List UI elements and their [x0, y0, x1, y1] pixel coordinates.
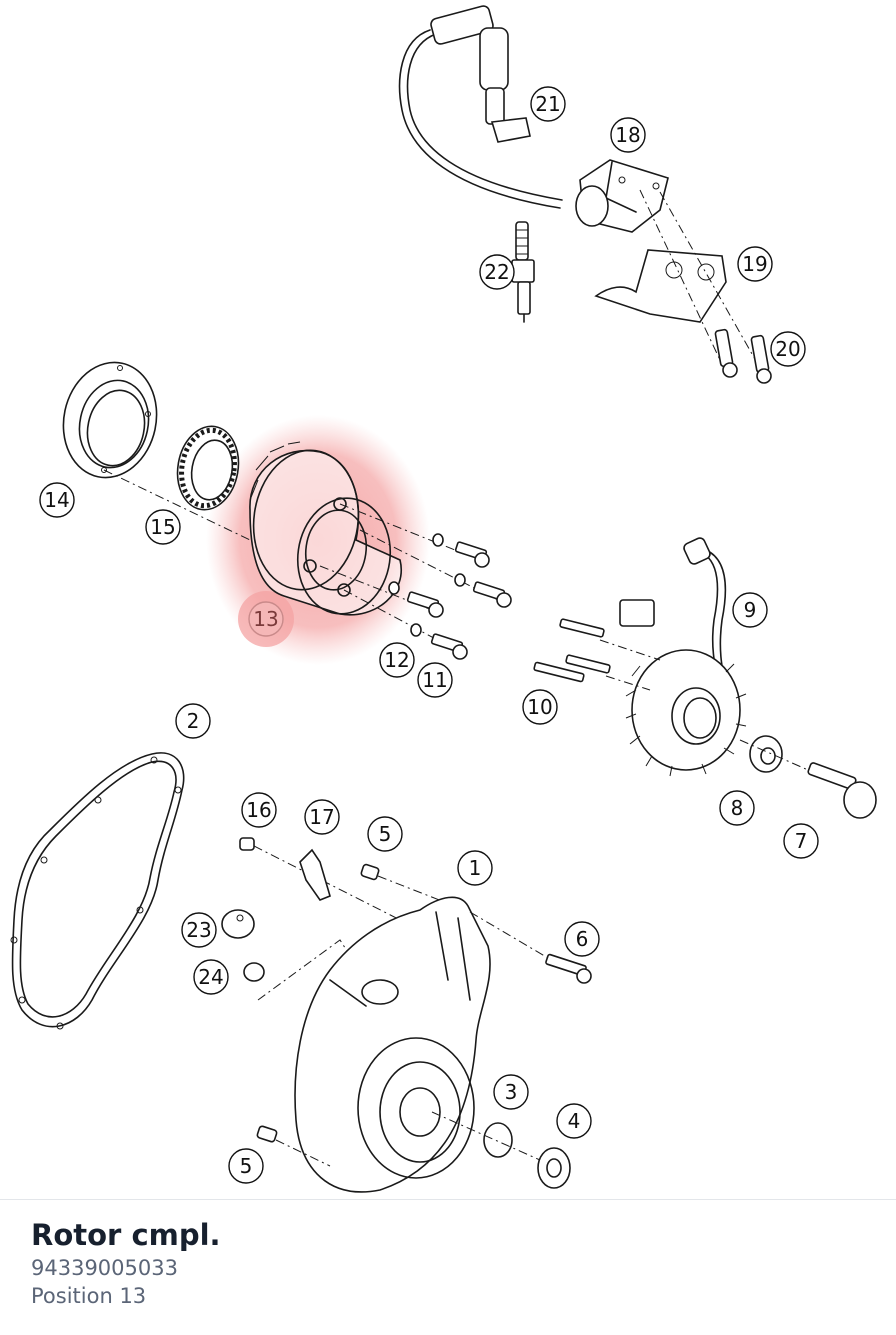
info-divider: [0, 1199, 896, 1200]
callout-6[interactable]: 6: [564, 921, 600, 957]
callout-20[interactable]: 20: [770, 331, 806, 367]
o-ring-large[interactable]: [483, 1122, 513, 1158]
callout-14[interactable]: 14: [39, 482, 75, 518]
rotor-bolts[interactable]: [388, 533, 512, 660]
part-info-panel: Rotor cmpl. 94339005033 Position 13: [31, 1216, 871, 1310]
part-position: Position 13: [31, 1284, 147, 1308]
part-number: 94339005033: [31, 1256, 178, 1280]
svg-text:11: 11: [422, 668, 447, 692]
generator-cover[interactable]: [294, 896, 491, 1193]
cover-gasket[interactable]: [10, 752, 185, 1030]
callout-13[interactable]: 13: [248, 601, 284, 637]
coil-bracket[interactable]: [594, 189, 761, 369]
cover-bolt-small[interactable]: [239, 837, 421, 931]
svg-text:13: 13: [253, 607, 278, 631]
ignition-coil[interactable]: [575, 159, 669, 233]
callout-22[interactable]: 22: [479, 254, 515, 290]
svg-text:24: 24: [198, 965, 223, 989]
callout-5-top[interactable]: 5: [367, 816, 403, 852]
svg-text:21: 21: [535, 92, 560, 116]
callout-10[interactable]: 10: [522, 689, 558, 725]
svg-text:14: 14: [44, 488, 69, 512]
stator[interactable]: [619, 536, 747, 777]
svg-text:7: 7: [795, 829, 808, 853]
callout-16[interactable]: 16: [241, 792, 277, 828]
callout-17[interactable]: 17: [304, 799, 340, 835]
callout-21[interactable]: 21: [530, 86, 566, 122]
callout-11[interactable]: 11: [417, 662, 453, 698]
cable-clamp[interactable]: [299, 848, 331, 901]
callout-8[interactable]: 8: [719, 790, 755, 826]
svg-text:4: 4: [568, 1109, 581, 1133]
callout-15[interactable]: 15: [145, 509, 181, 545]
part-name: Rotor cmpl.: [31, 1218, 221, 1252]
svg-text:17: 17: [309, 805, 334, 829]
crankshaft-bolt[interactable]: [739, 739, 877, 819]
rotor[interactable]: [245, 441, 403, 620]
svg-text:15: 15: [150, 515, 175, 539]
svg-text:19: 19: [742, 252, 767, 276]
cover-screw[interactable]: [469, 911, 592, 984]
spark-plug[interactable]: [511, 221, 535, 323]
coil-bolts[interactable]: [714, 328, 772, 384]
callout-18[interactable]: 18: [610, 117, 646, 153]
spark-plug-cap-cable[interactable]: [398, 5, 563, 209]
stator-washer[interactable]: [749, 735, 783, 773]
callout-24[interactable]: 24: [193, 959, 229, 995]
svg-text:22: 22: [484, 260, 509, 284]
callout-12[interactable]: 12: [379, 642, 415, 678]
svg-text:12: 12: [384, 648, 409, 672]
callout-5-bottom[interactable]: 5: [228, 1148, 264, 1184]
svg-text:23: 23: [186, 918, 211, 942]
dowel-pin-bottom[interactable]: [256, 1125, 331, 1167]
cover-plug[interactable]: [431, 1111, 571, 1189]
callout-4[interactable]: 4: [556, 1103, 592, 1139]
callout-19[interactable]: 19: [737, 246, 773, 282]
callout-3[interactable]: 3: [493, 1074, 529, 1110]
starter-gear-plate[interactable]: [53, 354, 167, 487]
svg-text:9: 9: [744, 598, 757, 622]
callout-9[interactable]: 9: [732, 592, 768, 628]
svg-text:5: 5: [240, 1154, 253, 1178]
callout-23[interactable]: 23: [181, 912, 217, 948]
svg-text:1: 1: [469, 856, 482, 880]
svg-text:8: 8: [731, 796, 744, 820]
svg-text:3: 3: [505, 1080, 518, 1104]
svg-text:16: 16: [246, 798, 271, 822]
svg-text:18: 18: [615, 123, 640, 147]
svg-text:10: 10: [527, 695, 552, 719]
callout-1[interactable]: 1: [457, 850, 493, 886]
freewheel[interactable]: [171, 421, 245, 514]
oil-plug[interactable]: [221, 909, 255, 939]
svg-text:20: 20: [775, 337, 800, 361]
stator-screws[interactable]: [533, 618, 661, 691]
callout-2[interactable]: 2: [175, 703, 211, 739]
svg-text:6: 6: [576, 927, 589, 951]
exploded-parts-diagram: 1 2 3 4 5 5 6 7 8 9 10 11 12 13 14 15 16…: [10, 5, 877, 1193]
callout-7[interactable]: 7: [783, 823, 819, 859]
svg-text:5: 5: [379, 822, 392, 846]
svg-text:2: 2: [187, 709, 200, 733]
